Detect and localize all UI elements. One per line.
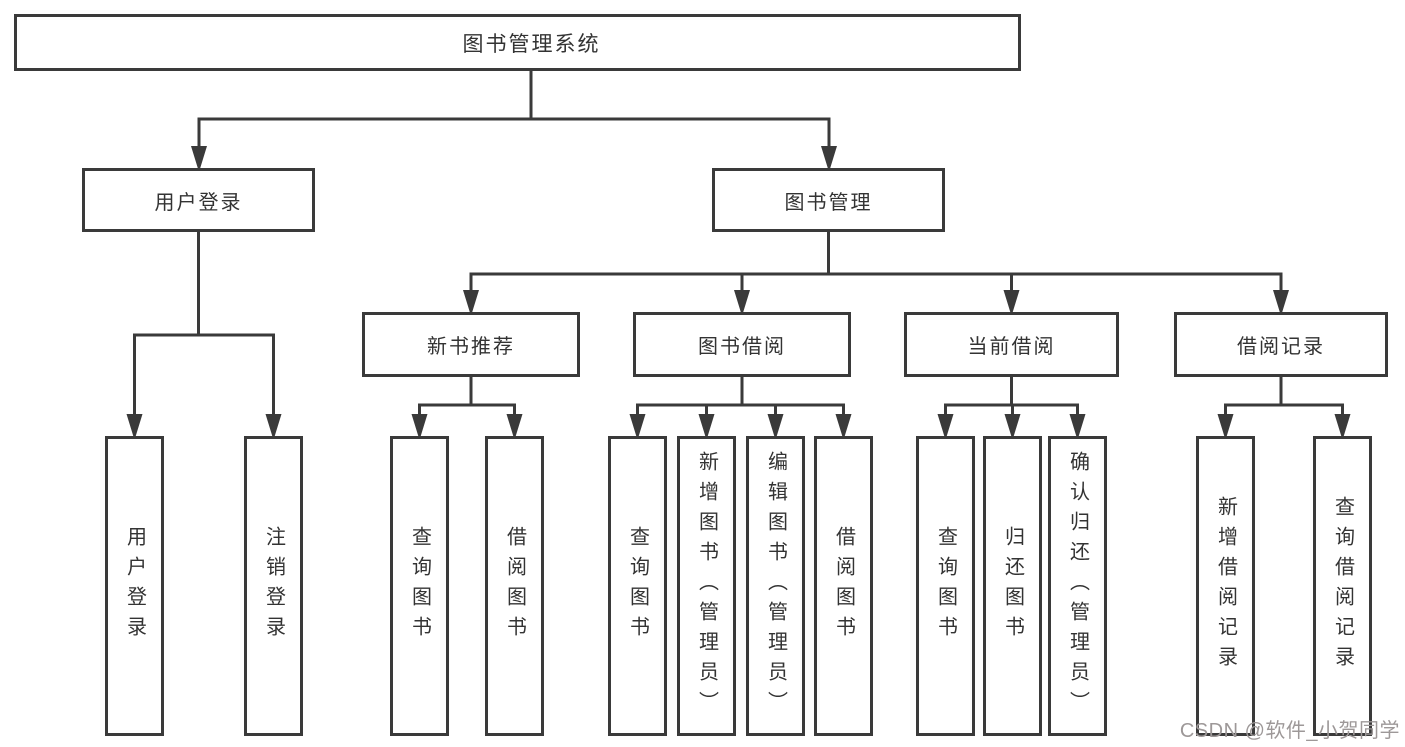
- node-borrow-records-label: 借阅记录: [1237, 336, 1325, 358]
- node-new-book-recommend: 新书推荐: [362, 312, 580, 377]
- leaf-user-login-label: 用户登录: [123, 526, 146, 646]
- node-book-management: 图书管理: [712, 168, 945, 232]
- leaf-recommend-borrow-books: 借阅图书: [485, 436, 544, 736]
- leaf-borrow-query-books: 查询图书: [608, 436, 667, 736]
- leaf-logout-login-label: 注销登录: [262, 526, 285, 646]
- leaf-borrow-edit-books-admin: 编辑图书（管理员）: [746, 436, 805, 736]
- leaf-borrow-borrow-books-label: 借阅图书: [832, 526, 855, 646]
- leaf-records-add-record-label: 新增借阅记录: [1214, 496, 1237, 676]
- csdn-watermark: CSDN @软件_小贺同学: [1179, 720, 1400, 742]
- node-user-login-label: 用户登录: [154, 191, 243, 214]
- node-new-book-recommend-label: 新书推荐: [427, 336, 515, 358]
- node-borrow-records: 借阅记录: [1174, 312, 1388, 377]
- arrowhead-icon: [126, 146, 1351, 440]
- leaf-current-confirm-return-admin-label: 确认归还（管理员）: [1066, 451, 1089, 721]
- leaf-recommend-query-books: 查询图书: [390, 436, 449, 736]
- leaf-borrow-add-books-admin-label: 新增图书（管理员）: [695, 451, 718, 721]
- leaf-records-add-record: 新增借阅记录: [1196, 436, 1255, 736]
- node-root-label: 图书管理系统: [462, 32, 601, 56]
- leaf-user-login: 用户登录: [105, 436, 164, 736]
- node-current-borrow-label: 当前借阅: [967, 336, 1056, 358]
- leaf-current-return-books: 归还图书: [983, 436, 1042, 736]
- leaf-current-query-books: 查询图书: [916, 436, 975, 736]
- leaf-borrow-add-books-admin: 新增图书（管理员）: [677, 436, 736, 736]
- leaf-borrow-edit-books-admin-label: 编辑图书（管理员）: [764, 451, 787, 721]
- leaf-borrow-query-books-label: 查询图书: [626, 526, 649, 646]
- node-current-borrow: 当前借阅: [904, 312, 1119, 377]
- leaf-recommend-borrow-books-label: 借阅图书: [503, 526, 526, 646]
- leaf-current-return-books-label: 归还图书: [1001, 526, 1024, 646]
- leaf-logout-login: 注销登录: [244, 436, 303, 736]
- leaf-records-query-record: 查询借阅记录: [1313, 436, 1372, 736]
- leaf-current-confirm-return-admin: 确认归还（管理员）: [1048, 436, 1107, 736]
- node-book-borrow-label: 图书借阅: [698, 336, 786, 358]
- leaf-borrow-borrow-books: 借阅图书: [814, 436, 873, 736]
- connector-path: [133, 69, 1344, 424]
- node-user-login: 用户登录: [82, 168, 315, 232]
- leaf-recommend-query-books-label: 查询图书: [408, 526, 431, 646]
- node-book-borrow: 图书借阅: [633, 312, 851, 377]
- node-book-management-label: 图书管理: [784, 191, 873, 214]
- leaf-records-query-record-label: 查询借阅记录: [1331, 496, 1354, 676]
- leaf-current-query-books-label: 查询图书: [934, 526, 957, 646]
- node-root: 图书管理系统: [14, 14, 1021, 71]
